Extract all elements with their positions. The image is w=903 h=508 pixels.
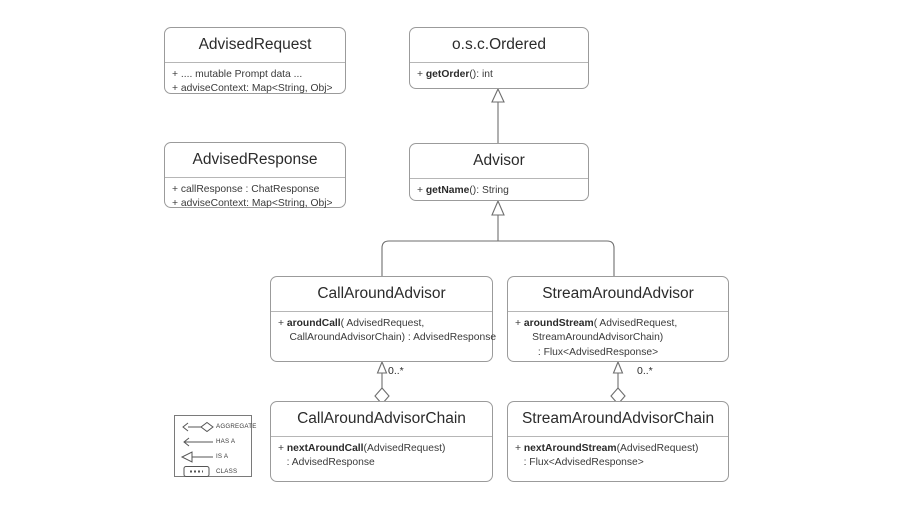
class-title-ordered: o.s.c.Ordered — [410, 28, 588, 63]
member-row: + aroundStream( AdvisedRequest, — [515, 317, 678, 329]
class-box-stream-around-advisor[interactable]: StreamAroundAdvisor + aroundStream( Advi… — [507, 276, 729, 362]
class-members-ordered: + getOrder(): int — [410, 63, 588, 88]
member-row: + getOrder(): int — [417, 68, 493, 80]
legend-label-is-a: IS A — [216, 453, 229, 460]
member-row: + callResponse : ChatResponse — [172, 183, 320, 195]
class-members-advisor: + getName(): String — [410, 179, 588, 204]
class-box-advised-response[interactable]: AdvisedResponse + callResponse : ChatRes… — [164, 142, 346, 209]
class-members-advised-response: + callResponse : ChatResponse + adviseCo… — [165, 178, 345, 217]
edge-advisor-is-a-ordered — [491, 87, 505, 144]
class-title-call-around-advisor: CallAroundAdvisor — [271, 277, 492, 312]
member-row: + getName(): String — [417, 184, 509, 196]
class-members-call-around-advisor: + aroundCall( AdvisedRequest, CallAround… — [271, 312, 497, 351]
class-members-stream-around-advisor: + aroundStream( AdvisedRequest, StreamAr… — [508, 312, 728, 366]
is-a-triangle-arrow-icon — [178, 449, 216, 464]
legend-row-has-a: HAS A — [178, 434, 249, 449]
member-row: + adviseContext: Map<String, Obj> — [172, 198, 333, 210]
legend-label-has-a: HAS A — [216, 438, 236, 445]
class-members-call-around-advisor-chain: + nextAroundCall(AdvisedRequest) : Advis… — [271, 437, 492, 476]
class-box-advised-request[interactable]: AdvisedRequest + .... mutable Prompt dat… — [164, 27, 346, 94]
member-row: CallAroundAdvisorChain) : AdvisedRespons… — [278, 332, 497, 344]
class-title-stream-around-advisor-chain: StreamAroundAdvisorChain — [508, 402, 728, 437]
member-row: + aroundCall( AdvisedRequest, — [278, 317, 425, 329]
class-box-call-around-advisor-chain[interactable]: CallAroundAdvisorChain + nextAroundCall(… — [270, 401, 493, 482]
member-row: + nextAroundStream(AdvisedRequest) — [515, 442, 699, 454]
class-title-stream-around-advisor: StreamAroundAdvisor — [508, 277, 728, 312]
class-title-call-around-advisor-chain: CallAroundAdvisorChain — [271, 402, 492, 437]
member-row: + .... mutable Prompt data ... — [172, 68, 303, 80]
class-box-ordered[interactable]: o.s.c.Ordered + getOrder(): int — [409, 27, 589, 89]
legend-row-is-a: IS A — [178, 449, 249, 464]
class-title-advised-response: AdvisedResponse — [165, 143, 345, 178]
aggregate-arrow-diamond-icon — [178, 419, 216, 434]
legend-label-class: CLASS — [216, 468, 238, 475]
class-title-advisor: Advisor — [410, 144, 588, 179]
member-row: : Flux<AdvisedResponse> — [515, 346, 659, 358]
legend-box: AGGREGATE HAS A IS A — [174, 415, 256, 479]
edge-subclasses-is-a-advisor — [381, 199, 615, 277]
class-members-stream-around-advisor-chain: + nextAroundStream(AdvisedRequest) : Flu… — [508, 437, 728, 476]
class-box-call-around-advisor[interactable]: CallAroundAdvisor + aroundCall( AdvisedR… — [270, 276, 497, 362]
legend-label-aggregate: AGGREGATE — [216, 423, 257, 430]
member-row: + adviseContext: Map<String, Obj> — [172, 83, 333, 95]
member-row: : Flux<AdvisedResponse> — [515, 457, 644, 469]
class-box-stream-around-advisor-chain[interactable]: StreamAroundAdvisorChain + nextAroundStr… — [507, 401, 729, 482]
legend-row-class: CLASS — [178, 464, 249, 479]
edge-call-chain-aggregate — [374, 360, 390, 405]
class-box-advisor[interactable]: Advisor + getName(): String — [409, 143, 589, 201]
multiplicity-label-call: 0..* — [388, 365, 404, 377]
edge-stream-chain-aggregate — [610, 360, 626, 405]
member-row: : AdvisedResponse — [278, 457, 375, 469]
class-title-advised-request: AdvisedRequest — [165, 28, 345, 63]
legend-row-aggregate: AGGREGATE — [178, 419, 256, 434]
multiplicity-label-stream: 0..* — [637, 365, 653, 377]
class-box-icon — [178, 464, 216, 479]
has-a-arrow-icon — [178, 434, 216, 449]
member-row: + nextAroundCall(AdvisedRequest) — [278, 442, 446, 454]
class-members-advised-request: + .... mutable Prompt data ... + adviseC… — [165, 63, 345, 102]
member-row: StreamAroundAdvisorChain) — [515, 332, 664, 344]
